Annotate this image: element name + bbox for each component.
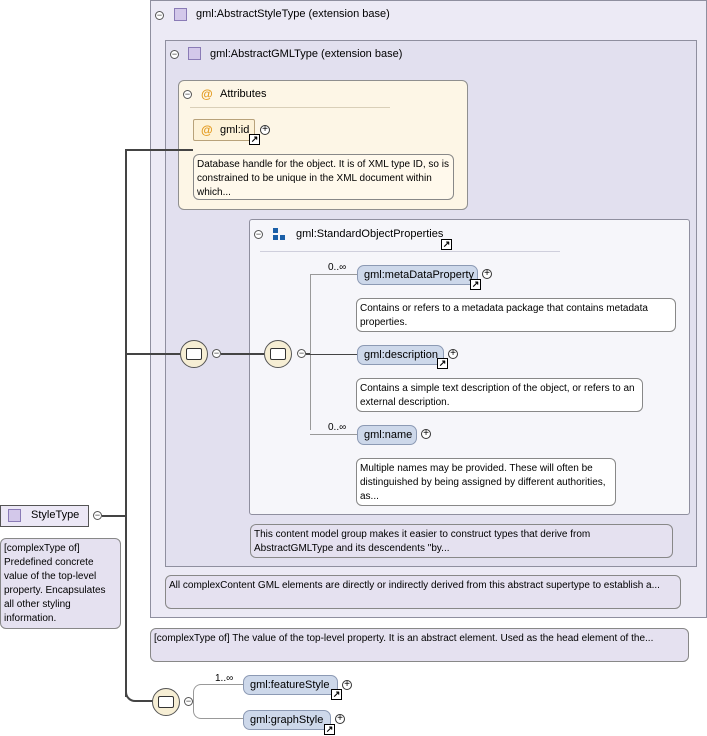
sequence-icon [270,348,286,360]
element-feature-style[interactable]: gml:featureStyle [243,675,338,695]
expand-description-button[interactable]: + [448,349,458,359]
attribute-at-icon: @ [201,87,213,101]
element-label: gml:featureStyle [250,679,330,691]
complex-type-icon [188,47,201,60]
collapse-root-button[interactable]: − [93,510,102,520]
link-icon[interactable]: ↗ [437,358,448,369]
attribute-gml-id[interactable] [193,119,255,141]
connector [310,274,357,275]
connector [125,149,193,151]
expand-gml-id-button[interactable]: + [260,125,270,135]
complex-type-icon [174,8,187,21]
element-label: gml:metaDataProperty [364,269,475,281]
element-graph-style[interactable]: gml:graphStyle [243,710,331,730]
connector [221,353,264,355]
attribute-at-icon: @ [201,123,213,137]
group-icon-square [273,228,278,233]
occurrence-label: 0..∞ [328,422,347,433]
divider [260,251,560,252]
link-icon[interactable]: ↗ [324,724,335,735]
connector [125,685,155,702]
sequence-icon [158,696,174,708]
complex-type-icon [8,509,21,522]
expand-graph-style-button[interactable]: + [335,714,345,724]
element-description[interactable]: gml:description [357,345,444,365]
root-annotation: [complexType of] Predefined concrete val… [0,538,121,629]
collapse-abstract-gml-button[interactable]: − [170,49,179,59]
expand-metadata-property-button[interactable]: + [482,269,492,279]
name-annotation: Multiple names may be provided. These wi… [356,458,616,506]
link-icon[interactable]: ↗ [331,689,342,700]
occurrence-label: 1..∞ [215,673,234,684]
connector [125,353,180,355]
connector [306,353,310,354]
root-element-style-type[interactable] [0,505,89,527]
element-label: gml:graphStyle [250,714,324,726]
expand-name-button[interactable]: + [421,429,431,439]
attributes-title: Attributes [220,88,267,100]
connector [310,274,311,430]
sequence-icon [186,348,202,360]
standard-properties-annotation: This content model group makes it easier… [250,524,673,558]
attribute-gml-id-label: gml:id [220,124,250,136]
collapse-sequence-button[interactable]: − [297,348,306,358]
expand-feature-style-button[interactable]: + [342,680,352,690]
metadata-property-annotation: Contains or refers to a metadata package… [356,298,676,332]
collapse-standard-properties-button[interactable]: − [254,229,263,239]
root-element-label: StyleType [31,509,80,521]
standard-object-properties-title: gml:StandardObjectProperties [296,228,444,240]
connector [193,684,243,702]
collapse-sequence-button[interactable]: − [184,696,193,706]
occurrence-label: 0..∞ [328,262,347,273]
element-label: gml:description [364,349,438,361]
connector [310,434,357,435]
collapse-sequence-button[interactable]: − [212,348,221,358]
link-icon[interactable]: ↗ [249,134,260,145]
group-icon-square [273,235,278,240]
abstract-style-type-title: gml:AbstractStyleType (extension base) [196,8,390,20]
element-label: gml:name [364,429,413,441]
collapse-attributes-button[interactable]: − [183,89,192,99]
connector [193,701,243,719]
link-icon[interactable]: ↗ [470,279,481,290]
element-name[interactable]: gml:name [357,425,417,445]
group-icon-square [280,235,285,240]
divider [190,107,390,108]
element-metadata-property[interactable]: gml:metaDataProperty [357,265,478,285]
collapse-abstract-style-button[interactable]: − [155,10,164,20]
gml-id-annotation: Database handle for the object. It is of… [193,154,454,200]
connector [125,149,127,697]
group-icon [273,228,286,241]
abstract-style-annotation: [complexType of] The value of the top-le… [150,628,689,662]
description-annotation: Contains a simple text description of th… [356,378,643,412]
connector [102,515,127,517]
link-icon[interactable]: ↗ [441,239,452,250]
connector [306,354,357,355]
abstract-gml-annotation: All complexContent GML elements are dire… [165,575,681,609]
abstract-gml-type-title: gml:AbstractGMLType (extension base) [210,48,403,60]
